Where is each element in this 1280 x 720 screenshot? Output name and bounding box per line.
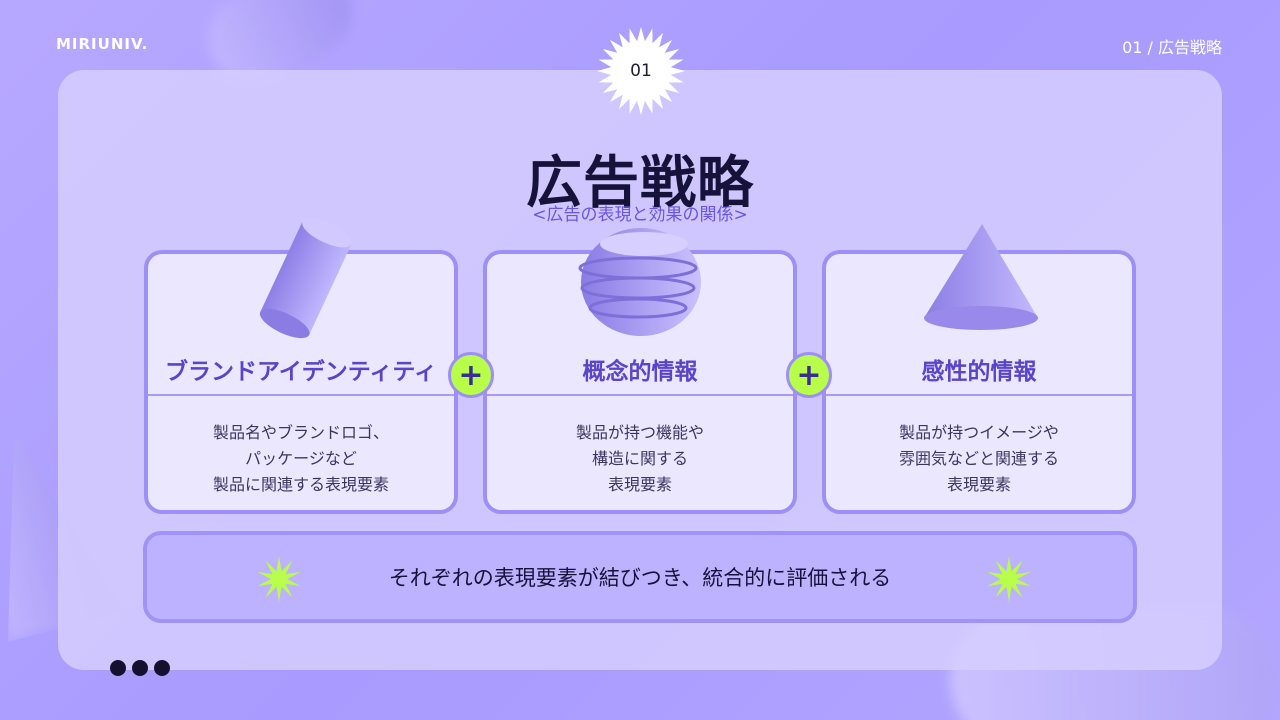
card-title: 概念的情報 xyxy=(582,359,698,385)
page-subtitle: <広告の表現と効果の関係> xyxy=(532,205,748,225)
dot xyxy=(132,660,148,676)
card-line: 表現要素 xyxy=(946,475,1011,494)
starburst-badge-icon xyxy=(597,27,685,115)
card-description: 製品名やブランドロゴ、 パッケージなど 製品に関連する表現要素 xyxy=(148,420,454,498)
cone-icon xyxy=(924,224,1038,330)
card-description: 製品が持つ機能や 構造に関する 表現要素 xyxy=(487,420,793,498)
plus-icon: + xyxy=(786,352,832,398)
plus-icon: + xyxy=(448,352,494,398)
sparkle-icon xyxy=(987,556,1031,602)
summary-box: それぞれの表現要素が結びつき、統合的に評価される xyxy=(143,531,1137,623)
card-description: 製品が持つイメージや 雰囲気などと関連する 表現要素 xyxy=(826,420,1132,498)
card-header xyxy=(487,254,793,396)
pagination-dots xyxy=(110,660,170,676)
brand-logo: MIRIUNIV. xyxy=(56,35,149,53)
ribbed-sphere-icon xyxy=(578,228,701,336)
page-title: 広告戦略 xyxy=(526,151,754,216)
card-title: 感性的情報 xyxy=(921,359,1037,385)
card-line: パッケージなど xyxy=(245,449,357,468)
badge-number: 01 xyxy=(630,61,652,81)
card-line: 製品が持つイメージや xyxy=(899,423,1059,442)
page-label: 01 / 広告戦略 xyxy=(1122,38,1222,57)
card-title: ブランドアイデンティティ xyxy=(164,359,438,385)
card-line: 製品名やブランドロゴ、 xyxy=(212,423,389,442)
card-line: 製品が持つ機能や xyxy=(575,423,704,442)
card-line: 雰囲気などと関連する xyxy=(898,449,1059,468)
card-line: 表現要素 xyxy=(607,475,672,494)
card-header xyxy=(148,254,454,396)
card-line: 製品に関連する表現要素 xyxy=(212,475,389,494)
sparkle-icon xyxy=(257,556,301,602)
card-header xyxy=(826,254,1132,396)
cylinder-icon xyxy=(259,218,352,339)
dot xyxy=(110,660,126,676)
summary-text: それぞれの表現要素が結びつき、統合的に評価される xyxy=(388,566,892,590)
dot xyxy=(154,660,170,676)
card-line: 構造に関する xyxy=(591,449,688,468)
